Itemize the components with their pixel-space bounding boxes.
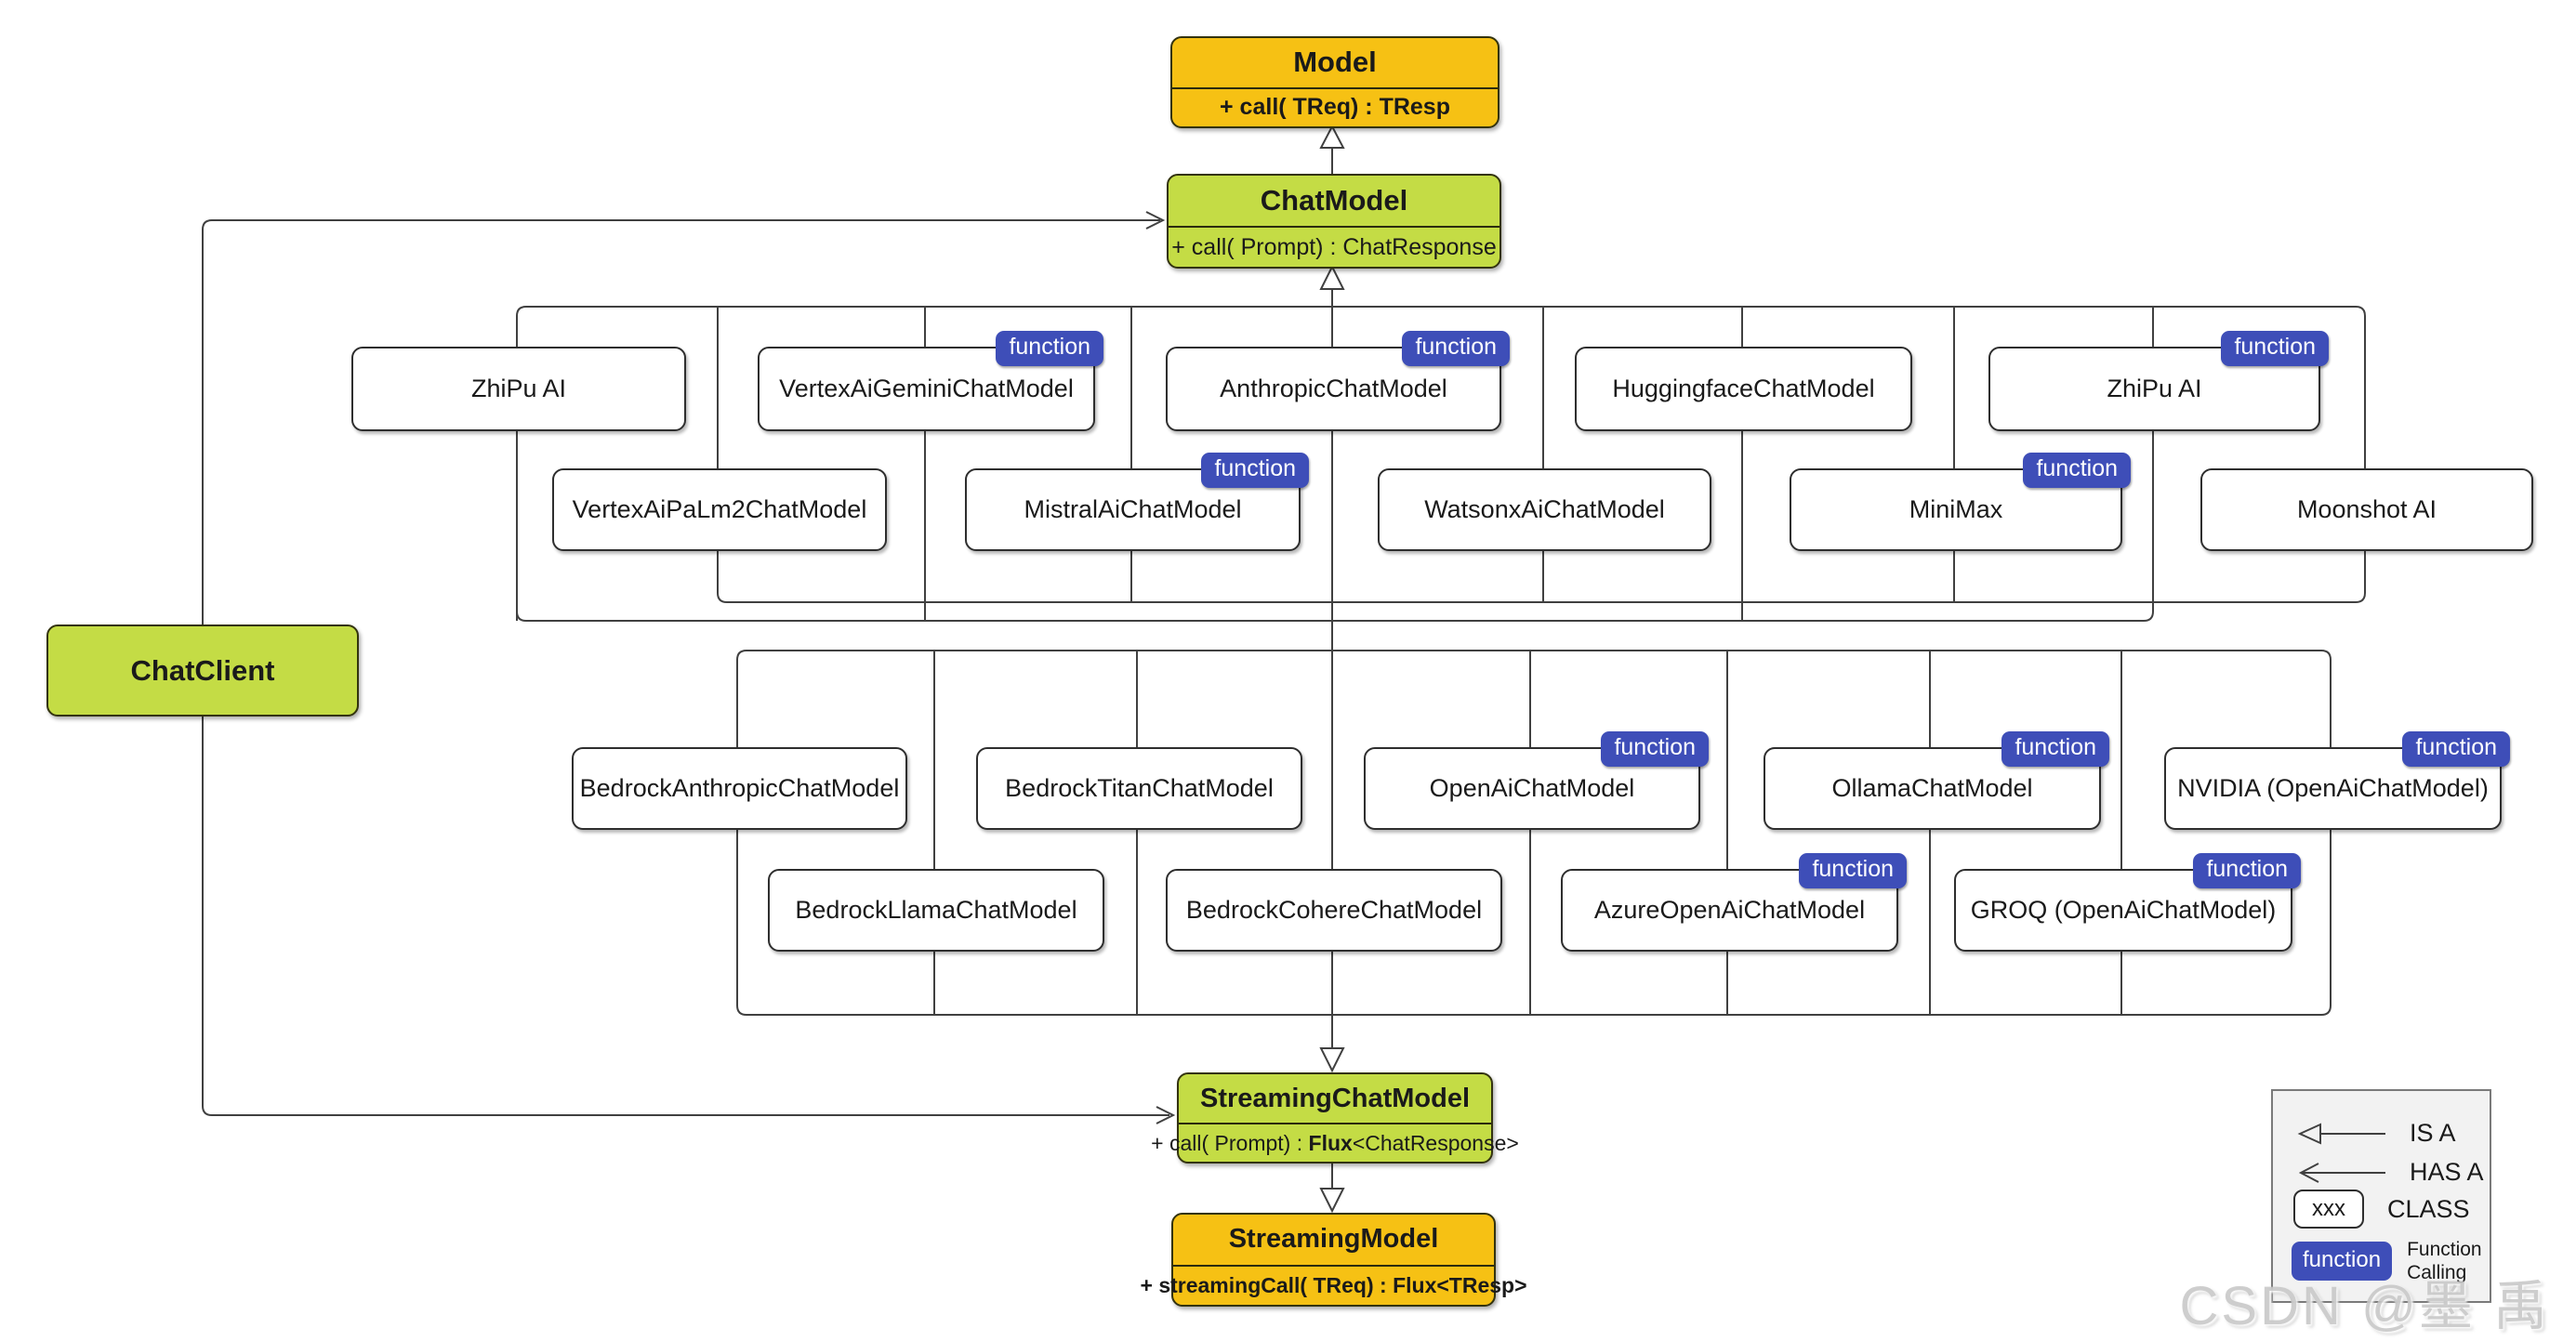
legend-label: CLASS (2387, 1194, 2470, 1223)
class-label: ZhiPu AI (2107, 375, 2202, 402)
class-box-huggingface: functionHuggingfaceChatModel (1575, 347, 1912, 431)
class-label: MiniMax (1909, 495, 2003, 523)
class-label: Moonshot AI (2296, 495, 2437, 523)
legend-row-class: xxx CLASS (2293, 1190, 2470, 1229)
class-label: VertexAiPaLm2ChatModel (572, 495, 867, 523)
class-attribute: + call( TReq) : TResp (1220, 94, 1450, 121)
function-calling-badge: function (1799, 853, 1907, 888)
watermark: CSDN @墨 禹 (2179, 1276, 2550, 1336)
class-label: BedrockCohereChatModel (1185, 896, 1483, 924)
class-label: BedrockTitanChatModel (1005, 774, 1274, 802)
legend-label: IS A (2410, 1119, 2456, 1147)
class-title: ChatModel (1169, 176, 1499, 229)
class-box-streaming-chat-model: StreamingChatModel + call( Prompt) : Flu… (1151, 1072, 1519, 1164)
class-label: MistralAiChatModel (1024, 495, 1242, 523)
class-box-moonshot-ai: functionMoonshot AI (2200, 468, 2533, 551)
class-label: OllamaChatModel (1831, 774, 2033, 802)
class-label: GROQ (OpenAiChatModel) (1970, 896, 2277, 924)
class-label: BedrockAnthropicChatModel (579, 774, 900, 802)
class-label: OpenAiChatModel (1429, 774, 1635, 802)
class-box-chat-client: ChatClient (46, 624, 359, 717)
legend-function-badge: function (2292, 1242, 2393, 1281)
class-attribute: + call( Prompt) : ChatResponse (1171, 233, 1497, 260)
class-label: ZhiPu AI (470, 375, 567, 402)
legend-row-has-a: HAS A (2296, 1158, 2484, 1187)
class-label: BedrockLlamaChatModel (795, 896, 1077, 924)
class-label: VertexAiGeminiChatModel (779, 375, 1074, 402)
is-a-arrow-icon (2297, 1122, 2385, 1145)
class-box-watsonx-ai: functionWatsonxAiChatModel (1378, 468, 1711, 551)
class-box-bedrock-anthropic: functionBedrockAnthropicChatModel (572, 747, 907, 830)
function-calling-badge: function (2193, 853, 2301, 888)
function-calling-badge: function (2221, 331, 2329, 366)
function-calling-badge: function (1601, 731, 1709, 767)
class-box-model: Model + call( TReq) : TResp (1170, 36, 1499, 128)
class-box-bedrock-titan: functionBedrockTitanChatModel (976, 747, 1302, 830)
class-title: Model (1172, 38, 1498, 89)
class-label: WatsonxAiChatModel (1424, 495, 1665, 523)
has-a-arrow-icon (2298, 1162, 2385, 1183)
function-calling-badge: function (2023, 453, 2131, 488)
class-label: AnthropicChatModel (1220, 375, 1447, 402)
function-calling-badge: function (2001, 731, 2109, 767)
class-attribute: + streamingCall( TReq) : Flux<TResp> (1140, 1272, 1527, 1297)
class-title: StreamingModel (1173, 1215, 1494, 1267)
class-label: HuggingfaceChatModel (1612, 375, 1875, 402)
legend-label: HAS A (2410, 1158, 2484, 1186)
class-label: AzureOpenAiChatModel (1593, 896, 1866, 924)
legend-row-function: function Function Calling (2292, 1238, 2482, 1284)
class-box-streaming-model: StreamingModel + streamingCall( TReq) : … (1140, 1213, 1527, 1307)
function-calling-badge: function (1402, 331, 1510, 366)
function-calling-badge: function (996, 331, 1103, 366)
function-calling-badge: function (2402, 731, 2510, 767)
function-calling-badge: function (1201, 453, 1309, 488)
class-title: StreamingChatModel (1179, 1074, 1491, 1124)
class-box-chat-model: ChatModel + call( Prompt) : ChatResponse (1167, 174, 1501, 269)
class-box-bedrock-llama: functionBedrockLlamaChatModel (768, 869, 1104, 952)
class-box-vertex-ai-palm2: functionVertexAiPaLm2ChatModel (552, 468, 887, 551)
class-attribute: + call( Prompt) : Flux<ChatResponse> (1151, 1130, 1519, 1155)
class-box-bedrock-cohere: functionBedrockCohereChatModel (1166, 869, 1502, 952)
legend-class-sample: xxx (2293, 1190, 2364, 1229)
legend-label: Function Calling (2407, 1239, 2482, 1283)
legend-row-is-a: IS A (2296, 1119, 2456, 1148)
class-label: NVIDIA (OpenAiChatModel) (2177, 774, 2489, 802)
legend: IS A HAS A xxx CLASS function Function C… (2271, 1089, 2491, 1303)
